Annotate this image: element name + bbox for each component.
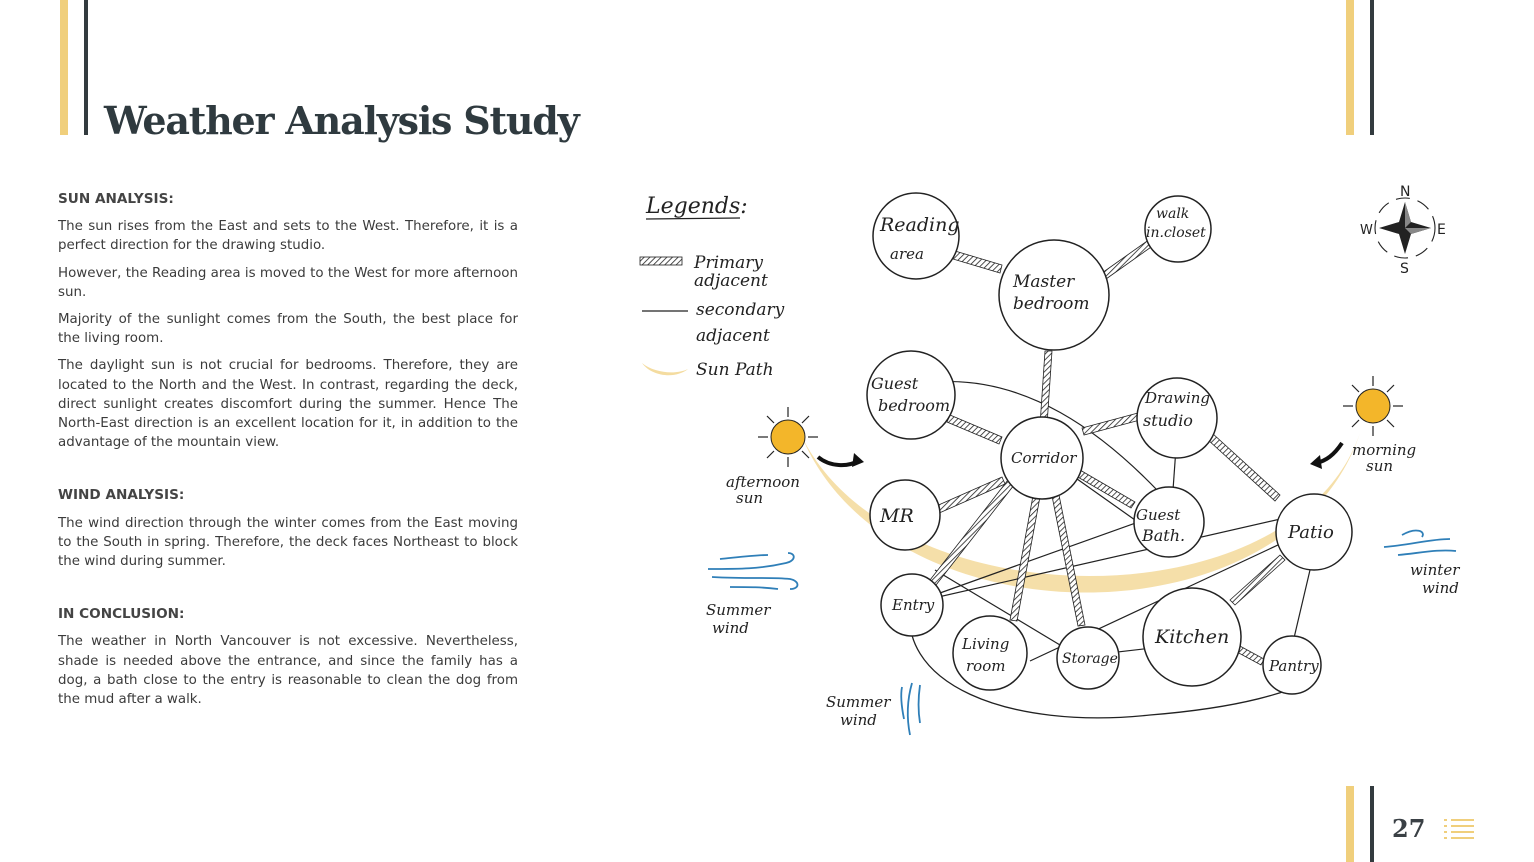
afternoon-sun-label: afternoon (726, 473, 800, 491)
wind-heading: WIND ANALYSIS: (58, 487, 185, 504)
legend: Legends: Primary adjacent secondary adja… (639, 194, 785, 380)
legend-sun-path-label: Sun Path (696, 360, 774, 380)
room-label: Corridor (1011, 449, 1077, 467)
room-label: bedroom (878, 396, 950, 415)
legend-title: Legends: (645, 194, 748, 219)
winter-wind-label: wind (1422, 579, 1459, 597)
sun-paragraph: The daylight sun is not crucial for bedr… (58, 358, 518, 451)
room-corridor (1000, 416, 1084, 500)
conclusion-paragraph: The weather in North Vancouver is not ex… (58, 634, 518, 708)
left-gold-bar (60, 0, 68, 135)
legend-primary-label: adjacent (694, 271, 768, 291)
summer-wind-label: wind (840, 711, 877, 729)
room-label: Living (961, 635, 1009, 653)
morning-arrow-head (1310, 455, 1322, 469)
legend-title-underline (645, 217, 741, 220)
summer-wind-label: Summer (826, 693, 891, 711)
compass-n: N (1400, 184, 1410, 200)
compass-icon: N S E W (1360, 184, 1446, 277)
menu-icon[interactable] (1444, 818, 1474, 840)
right-gold-bar (1346, 0, 1354, 135)
room-label: studio (1143, 411, 1193, 430)
room-pantry (1262, 635, 1322, 695)
room-label: Guest (871, 374, 919, 393)
room-label: MR (879, 505, 914, 527)
bubble-diagram: Reading area walk in.closet Master bedro… (639, 184, 1460, 736)
room-label: walk (1156, 206, 1189, 222)
room-label: area (890, 245, 924, 263)
room-label: in.closet (1146, 225, 1206, 241)
room-circles (866, 192, 1353, 695)
room-guest-bedroom (866, 350, 956, 440)
room-guest-bath (1133, 486, 1205, 558)
room-label: Pantry (1268, 657, 1319, 675)
room-patio (1275, 493, 1353, 571)
compass-w: W (1360, 223, 1373, 238)
footer-dark-bar (1370, 786, 1374, 862)
legend-secondary-label: adjacent (696, 326, 770, 346)
compass-e: E (1437, 222, 1446, 238)
room-label: Storage (1062, 651, 1118, 667)
room-label: Guest (1136, 506, 1181, 524)
room-storage (1056, 626, 1120, 690)
enclosure-line (908, 594, 1316, 719)
conclusion-heading: IN CONCLUSION: (58, 606, 185, 623)
room-label: bedroom (1013, 294, 1090, 314)
legend-primary-swatch (639, 256, 683, 266)
room-walk-in-closet (1144, 195, 1212, 263)
room-living-room (952, 615, 1028, 691)
winter-wind-label: winter (1410, 561, 1460, 579)
summer-wind-bottom-icon (900, 682, 921, 736)
sun-paragraph: Majority of the sunlight comes from the … (58, 312, 518, 347)
afternoon-arrow-icon (816, 455, 860, 468)
sun-heading: SUN ANALYSIS: (58, 191, 174, 207)
afternoon-sun-label: sun (736, 489, 763, 507)
left-dark-bar (84, 0, 88, 135)
summer-wind-left-icon (707, 552, 799, 590)
room-label: Entry (891, 596, 935, 614)
room-label: Patio (1287, 522, 1334, 543)
primary-links (929, 238, 1286, 666)
morning-sun-label: sun (1366, 457, 1393, 475)
room-drawing-studio (1136, 377, 1218, 459)
room-label: Kitchen (1154, 626, 1229, 648)
morning-sun-icon (1343, 376, 1403, 436)
room-kitchen (1142, 587, 1242, 687)
compass-s: S (1400, 261, 1409, 277)
room-label: Bath. (1141, 526, 1185, 545)
afternoon-sun-icon (758, 407, 818, 467)
sun-path-band (802, 433, 1360, 593)
room-mr (869, 479, 941, 551)
legend-secondary-label: secondary (696, 300, 785, 320)
sun-paragraph: The sun rises from the East and sets to … (58, 219, 518, 254)
winter-wind-icon (1383, 529, 1457, 556)
analysis-text: SUN ANALYSIS: The sun rises from the Eas… (58, 190, 518, 717)
legend-primary-label: Primary (693, 253, 763, 273)
page-title: Weather Analysis Study (104, 98, 580, 143)
room-label: Master (1012, 272, 1075, 292)
page-number: 27 (1392, 814, 1426, 843)
sun-paragraph: However, the Reading area is moved to th… (58, 265, 518, 300)
room-master-bedroom (998, 239, 1110, 351)
room-reading (872, 192, 960, 280)
summer-wind-label: Summer (706, 601, 771, 619)
footer-gold-bar (1346, 786, 1354, 862)
morning-sun-label: morning (1352, 441, 1416, 459)
afternoon-arrow-head (852, 453, 864, 467)
room-label: room (966, 657, 1005, 675)
right-dark-bar (1370, 0, 1374, 135)
room-label: Reading (879, 214, 960, 236)
legend-sun-path-swatch (642, 363, 688, 376)
room-label: Drawing (1144, 389, 1210, 407)
room-entry (880, 573, 944, 637)
summer-wind-label: wind (712, 619, 749, 637)
wind-paragraph: The wind direction through the winter co… (58, 515, 518, 570)
